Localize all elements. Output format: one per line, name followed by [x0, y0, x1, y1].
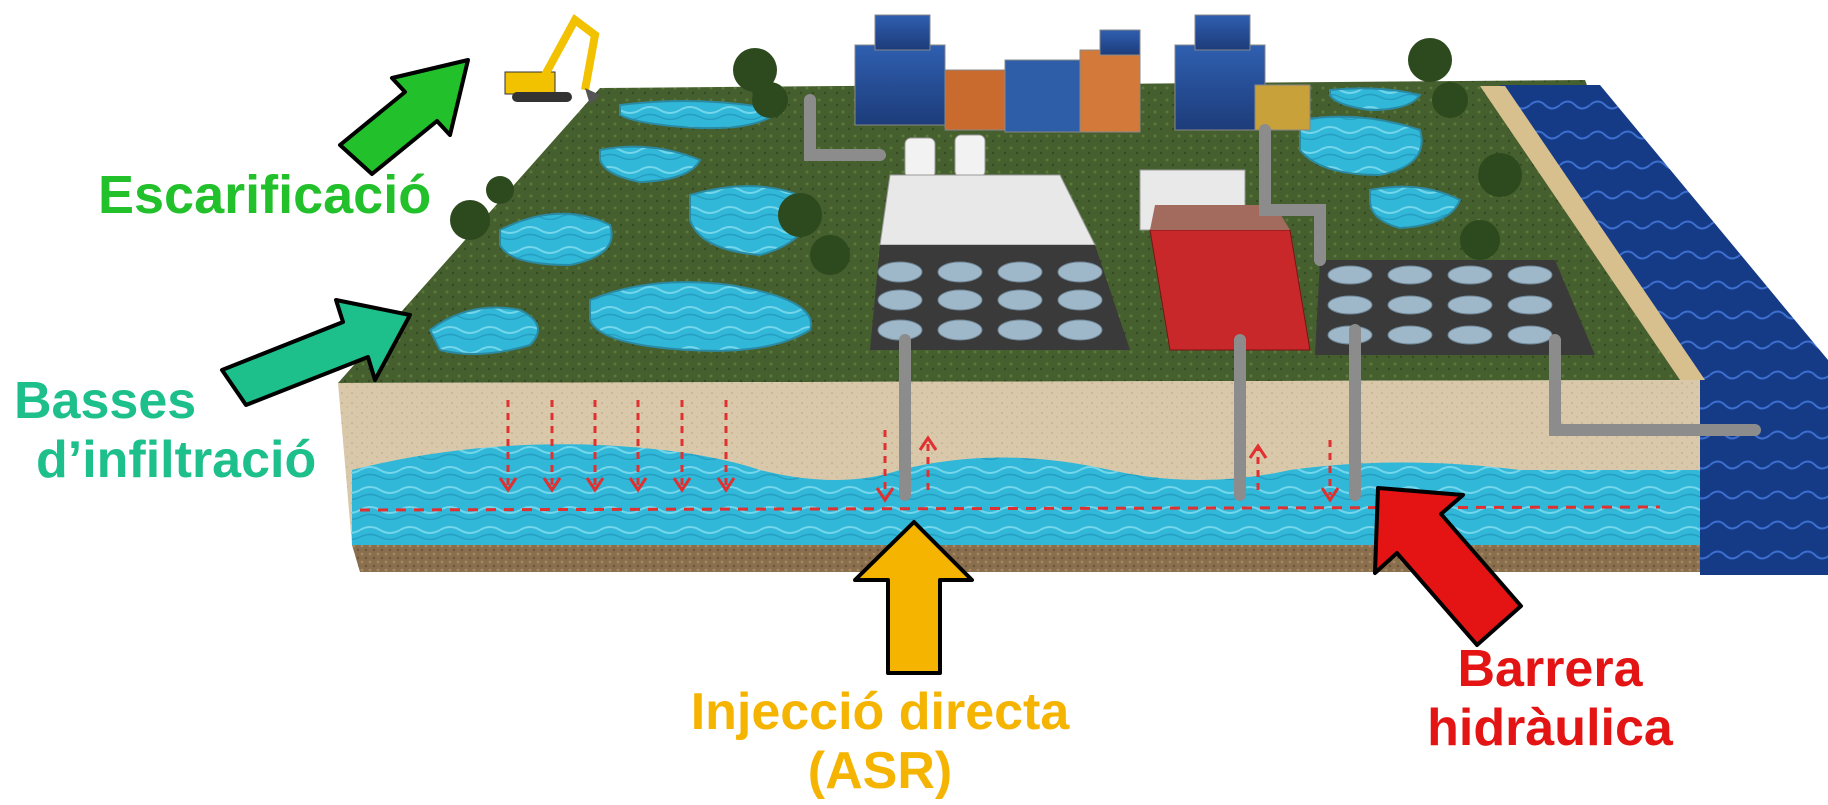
treatment-building-red — [1139, 169, 1311, 351]
city-buildings — [854, 14, 1311, 133]
label-barrera-hidraulica: Barrera hidràulica — [1400, 640, 1700, 758]
beach — [1480, 86, 1705, 380]
infiltration-flow-arrows — [506, 400, 1332, 495]
label-escarificacio: Escarificació — [98, 165, 432, 225]
pipes — [804, 94, 1761, 501]
label-basses-infiltracio: Basses d’infiltració — [0, 372, 335, 490]
label-basses-line1: Basses — [14, 372, 197, 430]
teal-arrow — [220, 298, 412, 407]
upward-flow-arrows — [918, 435, 1268, 490]
label-barrera-line1: Barrera — [1457, 640, 1643, 698]
label-injeccio-line1: Injecció directa — [690, 683, 1070, 741]
trees — [450, 38, 1522, 275]
label-injeccio-line2: (ASR) — [807, 741, 953, 800]
label-injeccio-directa: Injecció directa (ASR) — [640, 683, 1120, 801]
treatment-plant-left — [870, 174, 1130, 350]
red-arrow — [1373, 486, 1523, 647]
label-barrera-line2: hidràulica — [1427, 698, 1673, 757]
infiltration-ponds — [428, 87, 1462, 355]
yellow-arrow — [853, 520, 974, 675]
treatment-plant-right — [1315, 260, 1595, 355]
gravel-base — [352, 545, 1740, 572]
aquifer — [352, 444, 1700, 545]
label-basses-line2: d’infiltració — [36, 430, 317, 489]
sea — [1500, 85, 1828, 575]
flow-arrowheads — [498, 477, 1340, 503]
green-arrow — [338, 58, 470, 176]
excavator-icon — [504, 14, 600, 105]
